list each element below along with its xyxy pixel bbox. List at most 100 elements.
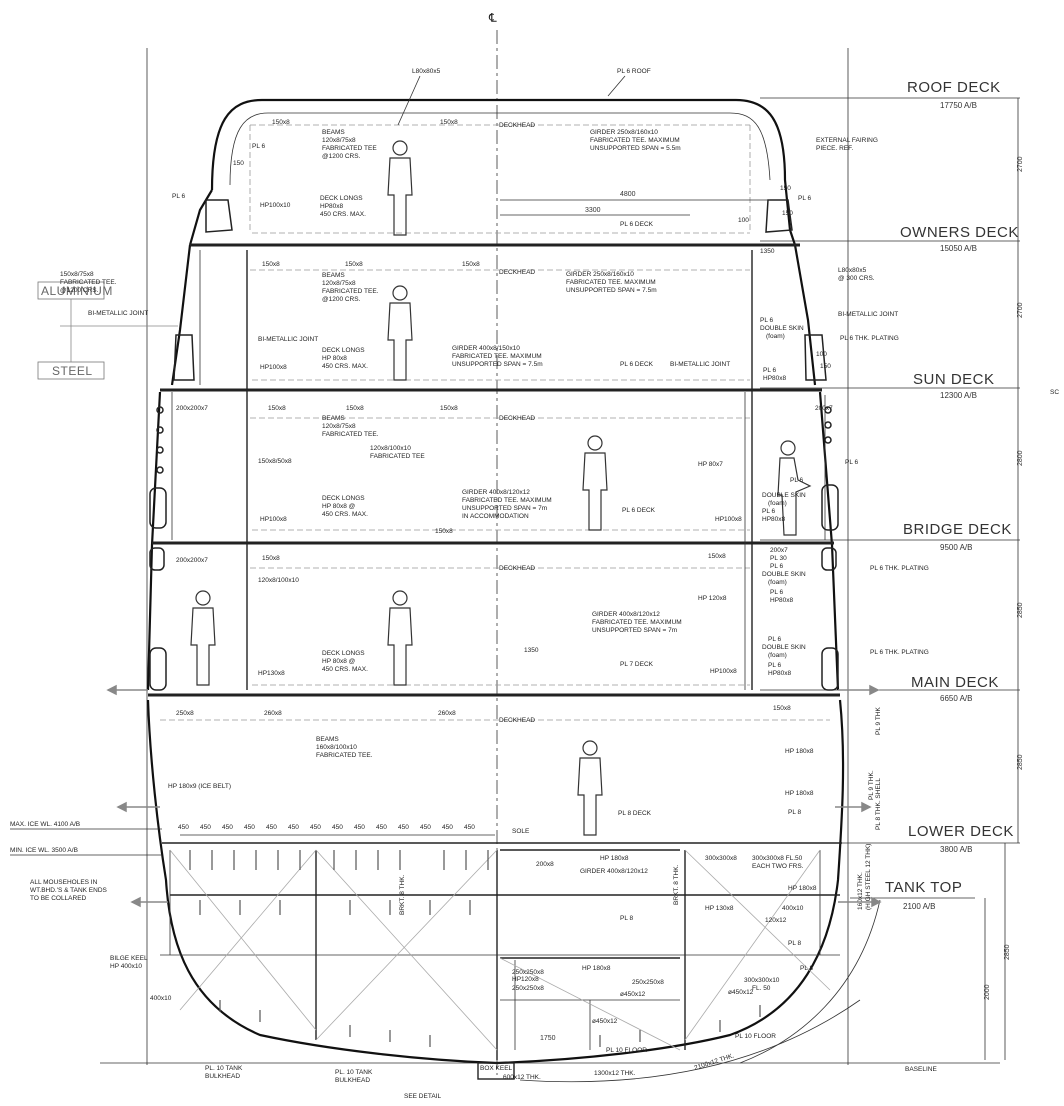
annot: 450 CRS. MAX. bbox=[322, 666, 368, 673]
annot: 1350 bbox=[760, 248, 775, 255]
annot: 300x300x8 bbox=[705, 855, 737, 862]
annot: PL 6 DECK bbox=[620, 361, 654, 368]
annot: L80x80x5 bbox=[838, 267, 867, 274]
annot: EXTERNAL FAIRING bbox=[816, 137, 878, 144]
annot: 150x8 bbox=[440, 119, 458, 126]
tank-bracing bbox=[169, 849, 831, 1051]
material-steel: STEEL bbox=[52, 364, 93, 378]
annot: 150x8 bbox=[462, 261, 480, 268]
annot: HP 180x8 bbox=[600, 855, 629, 862]
annot: 1300x12 THK. bbox=[594, 1070, 636, 1077]
bulkheads bbox=[160, 250, 840, 1060]
annot: PL 6 bbox=[172, 193, 186, 200]
annot: 600x12 THK. bbox=[503, 1074, 541, 1081]
annot: (HIGH STEEL 12 THK) bbox=[865, 844, 872, 910]
annot: 200x200x7 bbox=[176, 405, 208, 412]
frame-spacing-label: 450 bbox=[464, 824, 475, 831]
annot: PL 6 bbox=[768, 662, 782, 669]
annot: PL 9 THK bbox=[875, 707, 882, 735]
annot: PL 6 bbox=[760, 317, 774, 324]
annot: FABRICATED TEE. bbox=[60, 279, 117, 286]
annot: 250x250x8 bbox=[632, 979, 664, 986]
annot: PL 6 THK. PLATING bbox=[870, 649, 929, 656]
annot: DECKHEAD bbox=[499, 717, 535, 724]
annot: @ 300 CRS. bbox=[838, 275, 875, 282]
annot: 150 bbox=[780, 185, 791, 192]
annot: PL 8 bbox=[800, 965, 814, 972]
owners-annotations: 150x8/75x8 FABRICATED TEE. @1200 CRS. 15… bbox=[60, 248, 899, 382]
annot: FABRICATED TEE bbox=[370, 453, 425, 460]
annot: PL 6 bbox=[763, 367, 777, 374]
annot: @1200 CRS. bbox=[322, 296, 361, 303]
annot: HP100x10 bbox=[260, 202, 291, 209]
annot: BOX KEEL bbox=[480, 1065, 513, 1072]
deck-level-roof: 17750 A/B bbox=[940, 101, 977, 110]
annot: 150x8 bbox=[435, 528, 453, 535]
annot: 150x8 bbox=[708, 553, 726, 560]
annot: HP 180x9 (ICE BELT) bbox=[168, 783, 231, 790]
annot: 150 bbox=[233, 160, 244, 167]
frame-spacing-label: 450 bbox=[266, 824, 277, 831]
annot: (foam) bbox=[768, 579, 787, 586]
annot: 100 bbox=[738, 217, 749, 224]
annot: HP 400x10 bbox=[110, 963, 142, 970]
annot: HP 130x8 bbox=[705, 905, 734, 912]
annot: HP 80x8 @ bbox=[322, 503, 356, 510]
annot: 120x8/100x10 bbox=[258, 577, 299, 584]
annot: PL 6 ROOF bbox=[617, 68, 651, 75]
annot: DECKHEAD bbox=[499, 415, 535, 422]
annot: ø450x12 bbox=[728, 989, 754, 996]
annot: 250x8 bbox=[176, 710, 194, 717]
annot: PL 6 bbox=[798, 195, 812, 202]
reference-lines bbox=[100, 30, 1000, 1075]
annot: PL 6 bbox=[790, 477, 804, 484]
annot: 200x7 bbox=[815, 405, 833, 412]
annot: 250x250x8 bbox=[512, 969, 544, 976]
frame-spacing-label: 450 bbox=[398, 824, 409, 831]
annot: DECKHEAD bbox=[499, 269, 535, 276]
annot: DOUBLE SKIN bbox=[762, 492, 806, 499]
annot: 120x8/75x8 bbox=[322, 137, 356, 144]
frame-spacing-label: 450 bbox=[178, 824, 189, 831]
annot: PL 6 DECK bbox=[620, 221, 654, 228]
annot: FABRICATED TEE bbox=[322, 145, 377, 152]
annot: FABRICATED TEE. bbox=[322, 288, 379, 295]
frame-spacing-label: 450 bbox=[376, 824, 387, 831]
annot: HP 80x8 @ bbox=[322, 658, 356, 665]
annot: FABRICATED TEE. MAXIMUM bbox=[452, 353, 542, 360]
annot: PL 6 THK. PLATING bbox=[870, 565, 929, 572]
deck-lines bbox=[148, 124, 842, 896]
annot: 450 CRS. MAX. bbox=[322, 511, 368, 518]
sun-annotations: 200x200x7 150x8 150x8 150x8 BEAMS 120x8/… bbox=[176, 405, 859, 535]
annot: PL 30 bbox=[770, 555, 787, 562]
annot: HP80x8 bbox=[768, 670, 792, 677]
annot: WT.BHD.'S & TANK ENDS bbox=[30, 887, 108, 894]
dim-roof: 2700 bbox=[1017, 156, 1024, 172]
annot: GIRDER 250x8/160x10 bbox=[590, 129, 658, 136]
deck-name-lower: LOWER DECK bbox=[908, 823, 1014, 840]
annot: HP80x8 bbox=[762, 516, 786, 523]
annot: FABRICATED TEE. bbox=[322, 431, 379, 438]
annot: PL 8 bbox=[788, 940, 802, 947]
dim-span2: 3300 bbox=[585, 207, 601, 214]
deck-name-bridge: BRIDGE DECK bbox=[903, 521, 1012, 538]
annot: PL. 10 TANK bbox=[205, 1065, 243, 1072]
annot: HP80x8 bbox=[763, 375, 787, 382]
deck-name-roof: ROOF DECK bbox=[907, 79, 1001, 96]
annot: 450 CRS. MAX. bbox=[322, 363, 368, 370]
annot: HP 180x8 bbox=[785, 790, 814, 797]
deck-level-bridge: 9500 A/B bbox=[940, 543, 972, 552]
annot: 150x8 bbox=[346, 405, 364, 412]
annot: (foam) bbox=[766, 333, 785, 340]
annot: 150x8/75x8 bbox=[60, 271, 94, 278]
annot: HP 120x8 bbox=[698, 595, 727, 602]
annot: BEAMS bbox=[322, 129, 345, 136]
annot: DECK LONGS bbox=[322, 650, 365, 657]
annot: PL 10 FLOOR bbox=[606, 1047, 647, 1054]
annot: PIECE. REF. bbox=[816, 145, 853, 152]
annot: PL 6 bbox=[770, 589, 784, 596]
annot: BULKHEAD bbox=[205, 1073, 240, 1080]
annot: 150x8 bbox=[262, 555, 280, 562]
annot: 450 CRS. MAX. bbox=[320, 211, 366, 218]
